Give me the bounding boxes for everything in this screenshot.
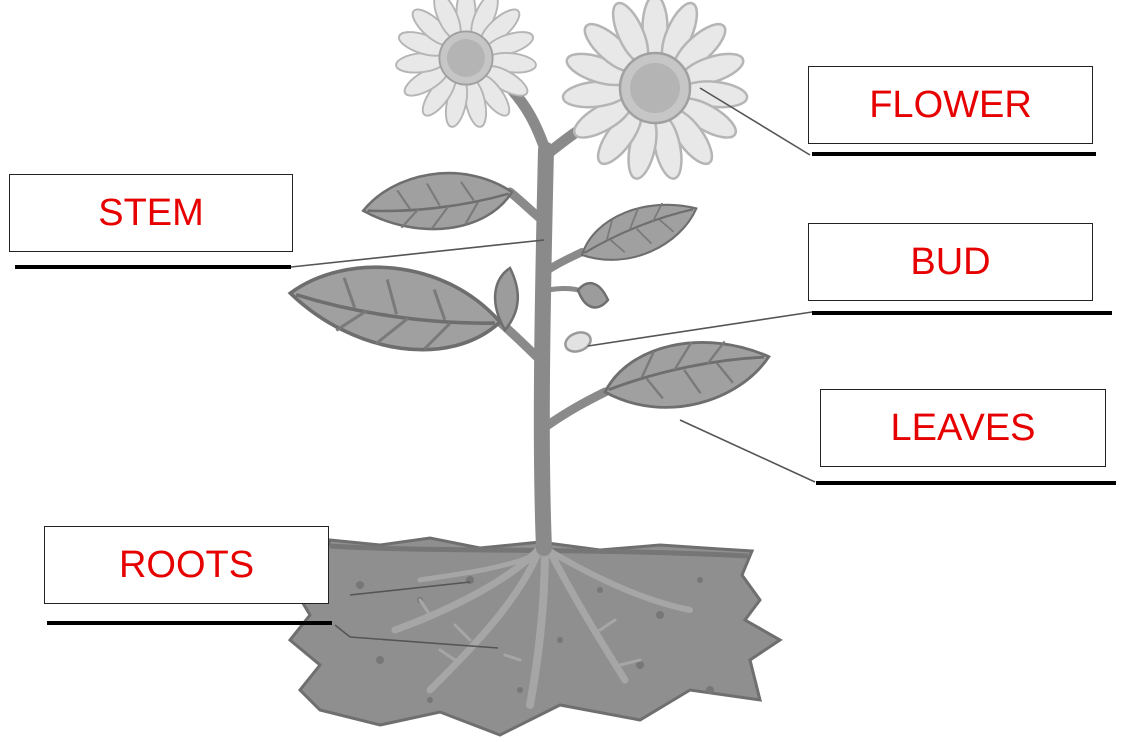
label-box-leaves: LEAVES: [820, 389, 1106, 467]
label-box-flower: FLOWER: [808, 66, 1093, 144]
answer-line-stem: [15, 265, 291, 269]
leaf-lower-right: [599, 334, 774, 415]
plant-stem: [495, 84, 610, 556]
flower-right: [560, 0, 750, 183]
pointer-bud: [587, 311, 813, 347]
pointer-flower: [699, 87, 811, 156]
label-box-bud: BUD: [808, 223, 1093, 301]
answer-line-flower: [812, 152, 1096, 156]
leaf-upper-left: [361, 171, 514, 231]
leaf-upper-right: [572, 192, 706, 272]
soil-surface: [329, 543, 749, 559]
leaf-small-bract: [493, 266, 520, 333]
leaf-large-left: [281, 240, 509, 375]
pointer-stem: [290, 239, 545, 268]
answer-line-roots: [47, 621, 332, 625]
pointer-roots-lower: [334, 624, 351, 638]
plant-bud: [564, 331, 592, 353]
leaf-small-right: [576, 281, 610, 309]
pointer-lines: [290, 87, 816, 649]
plant-roots: [391, 544, 693, 709]
soil-speckles: [356, 576, 714, 703]
answer-line-leaves: [816, 481, 1116, 485]
label-flower: FLOWER: [869, 83, 1032, 126]
label-roots: ROOTS: [118, 543, 255, 586]
label-leaves: LEAVES: [890, 406, 1036, 449]
label-box-stem: STEM: [9, 174, 293, 252]
pointer-leaves: [679, 419, 816, 483]
pointer-roots-lower-b: [349, 636, 499, 649]
label-stem: STEM: [98, 191, 204, 234]
label-box-roots: ROOTS: [44, 526, 329, 604]
answer-line-bud: [812, 311, 1112, 315]
flower-left: [394, 0, 538, 130]
pointer-roots-upper: [349, 581, 471, 596]
soil-ground: [287, 536, 783, 737]
label-bud: BUD: [910, 240, 991, 283]
